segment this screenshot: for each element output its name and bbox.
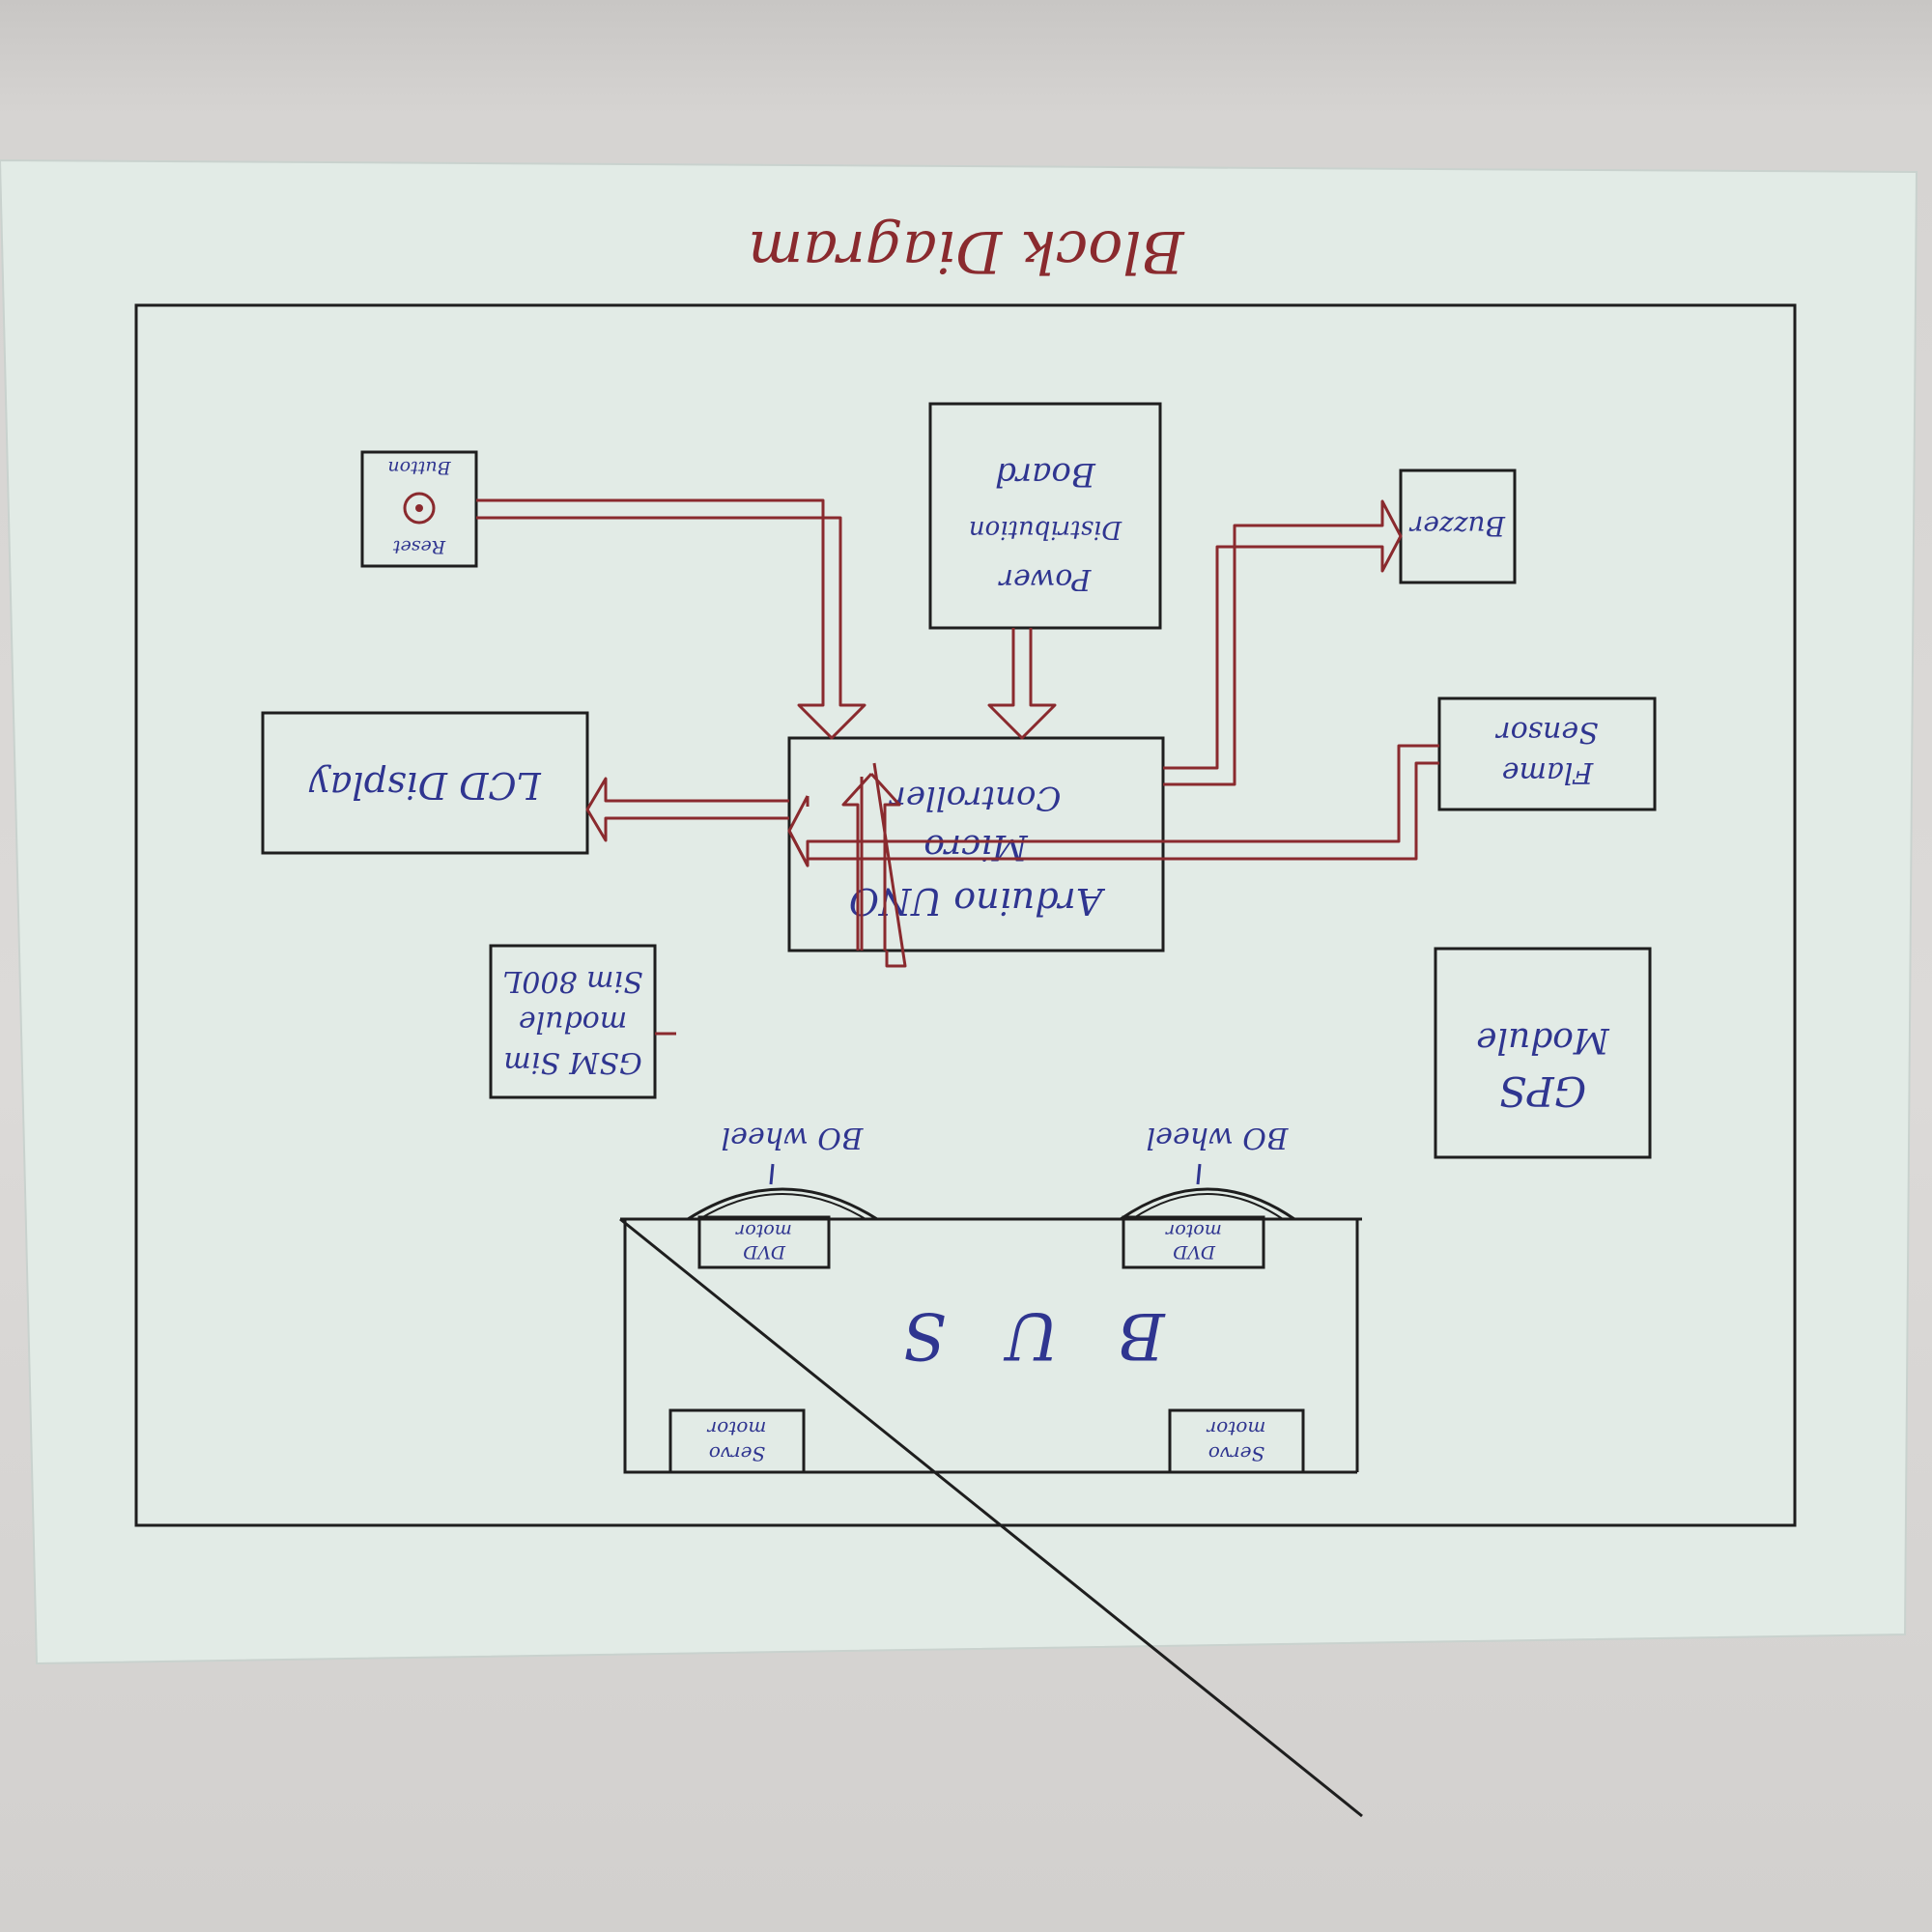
flame-label-1: Flame	[1502, 755, 1595, 789]
gsm-module-block: GSM Sim module Sim 800L	[489, 944, 657, 1099]
servo-motor-left: Servo motor	[1168, 1408, 1305, 1474]
gps-label-1: GPS	[1499, 1067, 1587, 1115]
paper-sheet	[0, 158, 1918, 1665]
power-label-3: Board	[995, 455, 1096, 494]
power-distribution-block: Power Distribution Board	[928, 402, 1162, 630]
dvd-right-label-2: motor	[734, 1220, 792, 1241]
servo-left-label-2: motor	[1206, 1417, 1265, 1440]
mcu-to-buzzer-arrow	[1163, 499, 1403, 786]
bo-wheel-right-label: BO wheel	[722, 1121, 865, 1154]
lcd-label: LCD Display	[309, 764, 542, 807]
mcu-label-1: Arduino UNO	[849, 880, 1105, 923]
gps-module-block: GPS Module	[1434, 947, 1652, 1159]
dvd-motor-right: DVD motor	[697, 1215, 831, 1269]
mcu-label-3: Controller	[889, 779, 1062, 817]
servo-right-label-2: motor	[706, 1417, 766, 1440]
bus-body: B U S	[619, 1217, 1363, 1818]
gps-label-2: Module	[1476, 1020, 1610, 1060]
bo-wheel-right: BO wheel	[687, 1121, 878, 1221]
bus-label: B U S	[883, 1298, 1165, 1373]
bo-wheel-left: BO wheel	[1120, 1121, 1295, 1221]
mcu-gsm-arrow	[655, 762, 907, 1036]
push-button-icon	[403, 492, 436, 525]
dvd-motor-left: DVD motor	[1122, 1215, 1265, 1269]
power-label-1: Power	[998, 562, 1092, 596]
reset-to-mcu-arrow	[476, 498, 867, 740]
reset-label-2: Button	[387, 457, 451, 478]
diagram-title: Block Diagram	[748, 217, 1184, 285]
flame-sensor-block: Flame Sensor	[1437, 696, 1657, 811]
power-to-mcu-arrow	[987, 628, 1057, 740]
mcu-label-2: Micro	[923, 827, 1028, 867]
buzzer-label: Buzzer	[1408, 510, 1506, 542]
gsm-label-3: Sim 800L	[502, 964, 642, 998]
servo-motor-right: Servo motor	[668, 1408, 806, 1474]
outer-frame	[134, 303, 1797, 1527]
lcd-display-block: LCD Display	[261, 711, 589, 855]
servo-left-label-1: Servo	[1208, 1442, 1264, 1465]
buzzer-block: Buzzer	[1399, 469, 1517, 584]
gsm-label-2: module	[519, 1005, 627, 1038]
microcontroller-block: Arduino UNO Micro Controller	[787, 736, 1165, 952]
power-label-2: Distribution	[969, 515, 1122, 544]
dvd-right-label-1: DVD	[743, 1241, 786, 1263]
mcu-to-lcd-arrow	[585, 777, 789, 842]
dvd-left-label-2: motor	[1164, 1220, 1222, 1241]
gsm-label-1: GSM Sim	[503, 1045, 641, 1079]
bo-wheel-left-label: BO wheel	[1147, 1121, 1290, 1154]
flame-label-2: Sensor	[1495, 715, 1599, 749]
dvd-left-label-1: DVD	[1173, 1241, 1216, 1263]
reset-button-block: Reset Button	[360, 450, 478, 568]
reset-label-1: Reset	[393, 536, 447, 557]
upside-down-drawing: Block Diagram Power Distribution Board R…	[134, 217, 1797, 1818]
servo-right-label-1: Servo	[709, 1442, 765, 1465]
